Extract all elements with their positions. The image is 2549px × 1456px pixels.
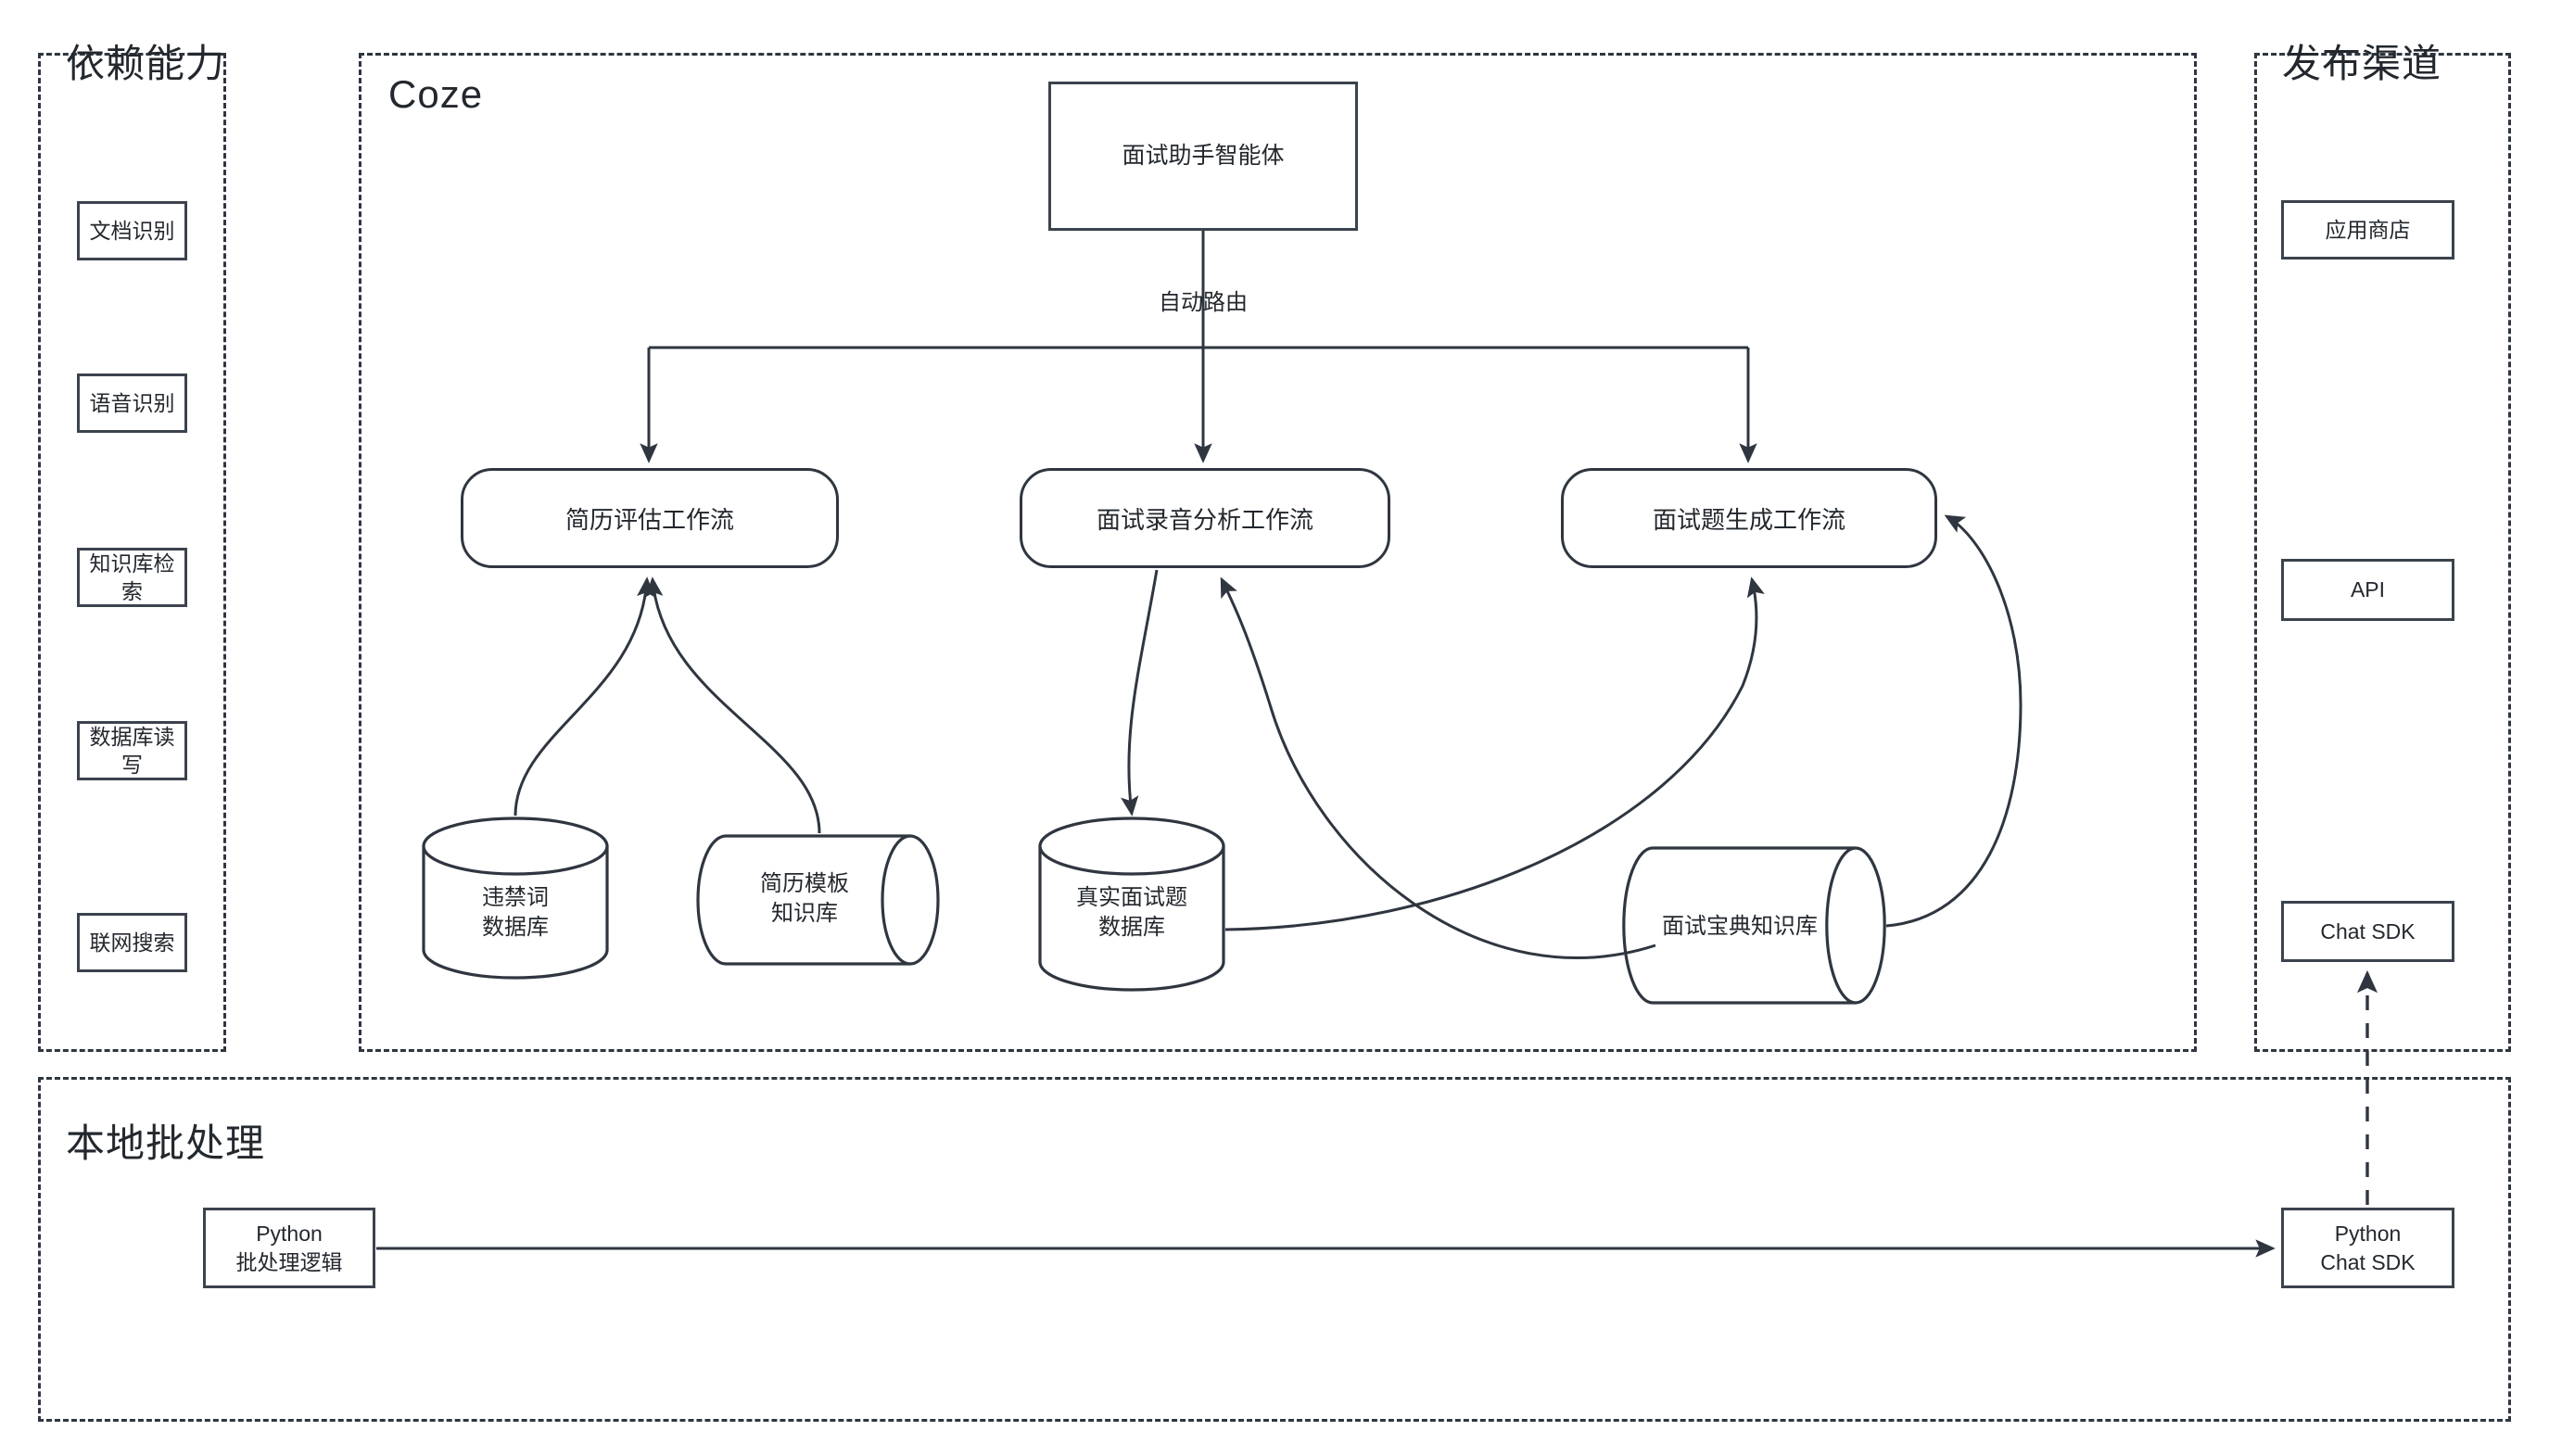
group-publish-channels-title: 发布渠道 bbox=[2282, 42, 2442, 85]
capability-document-recognition[interactable]: 文档识别 bbox=[77, 201, 187, 260]
workflow-question-generation[interactable]: 面试题生成工作流 bbox=[1561, 468, 1937, 568]
group-coze-title: Coze bbox=[388, 72, 484, 116]
group-local-batch-title: 本地批处理 bbox=[66, 1121, 266, 1165]
channel-chat-sdk[interactable]: Chat SDK bbox=[2281, 901, 2454, 962]
channel-app-store[interactable]: 应用商店 bbox=[2281, 200, 2454, 260]
capability-speech-recognition[interactable]: 语音识别 bbox=[77, 373, 187, 433]
node-python-batch-logic[interactable]: Python 批处理逻辑 bbox=[203, 1208, 375, 1288]
group-publish-channels bbox=[2254, 53, 2511, 1052]
group-dependencies-title: 依赖能力 bbox=[66, 42, 226, 85]
capability-web-search[interactable]: 联网搜索 bbox=[77, 913, 187, 972]
group-local-batch bbox=[38, 1077, 2511, 1422]
capability-knowledge-retrieval[interactable]: 知识库检索 bbox=[77, 548, 187, 607]
group-coze bbox=[359, 53, 2197, 1052]
node-python-chat-sdk[interactable]: Python Chat SDK bbox=[2281, 1208, 2454, 1288]
edge-label-auto-routing: 自动路由 bbox=[1149, 282, 1257, 318]
node-interview-assistant-agent[interactable]: 面试助手智能体 bbox=[1048, 82, 1358, 231]
workflow-resume-evaluation[interactable]: 简历评估工作流 bbox=[461, 468, 839, 568]
capability-database-read-write[interactable]: 数据库读写 bbox=[77, 721, 187, 780]
workflow-interview-audio-analysis[interactable]: 面试录音分析工作流 bbox=[1020, 468, 1390, 568]
group-dependencies bbox=[38, 53, 226, 1052]
channel-api[interactable]: API bbox=[2281, 559, 2454, 621]
